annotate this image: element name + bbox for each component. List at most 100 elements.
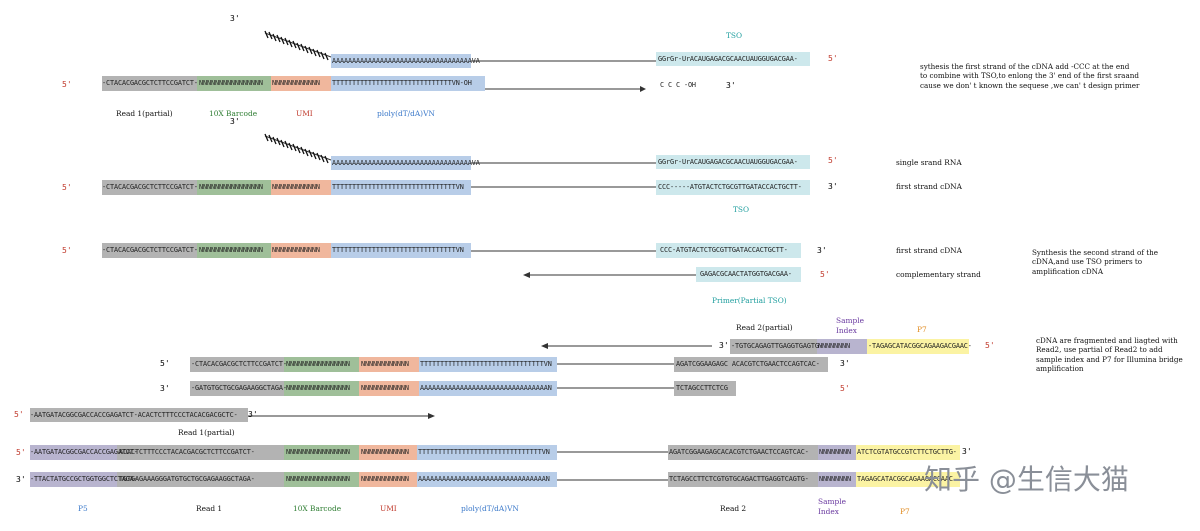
- seq-final-umi: NNNNNNNNNNNN: [361, 448, 409, 456]
- seq-tso: GGrGr-UrACAUGAGACGCAACUAUGGUGACGAA-: [658, 55, 798, 63]
- seq-final-top-r2: AGATCGGAAGAGCACACGTCTGAACTCCAGTCAC-: [669, 448, 809, 456]
- seq-read1-2: -CTACACGACGCTCTTCCGATCT-: [102, 183, 198, 191]
- seq-final-bot-p7: TAGAGCATACGGCAGAAGACGAAC: [857, 475, 953, 483]
- seq-ccc-oh: C C C -OH: [660, 81, 696, 89]
- seq-final-top-p5: -AATGATACGGCGACCACCGAGATCT-: [30, 448, 138, 456]
- note-first-strand: sythesis the first strand of the cDNA ad…: [920, 62, 1140, 90]
- label-5prime-p5: 5': [14, 410, 24, 419]
- label-3prime-final: 3': [962, 447, 972, 456]
- label-tso-2: TSO: [733, 205, 750, 214]
- seq-cdna-end: CCC-----ATGTACTCTGCGTTGATACCACTGCTT-: [658, 183, 802, 191]
- label-read2: Read 2: [720, 504, 747, 513]
- seq-umi-3: NNNNNNNNNNNN: [272, 246, 320, 254]
- seq-final-index-b: NNNNNNNN: [819, 475, 851, 483]
- seq-polyt-5: TTTTTTTTTTTTTTTTTTTTTTTTTTTTTTTVN: [420, 360, 552, 368]
- label-single-rna: single srand RNA: [896, 158, 962, 167]
- seq-p7-top: -TAGAGCATACGGCAGAAGACGAAC-: [868, 342, 972, 350]
- seq-final-polyt: TTTTTTTTTTTTTTTTTTTTTTTTTTTTTTTVN: [418, 448, 550, 456]
- seq-frag-r2c: TCTAGCCTTCTCG: [676, 384, 728, 392]
- seq-final-barcode: NNNNNNNNNNNNNNNN: [286, 448, 350, 456]
- label-3prime-rna: 3': [230, 14, 240, 23]
- note-fragment: cDNA are fragmented and liagted with Rea…: [1036, 336, 1183, 374]
- seq-umi-5: NNNNNNNNNNNN: [361, 360, 409, 368]
- label-polydt: ploly(dT/dA)VN: [377, 109, 435, 118]
- label-sample-index-2: Sample Index: [818, 497, 846, 516]
- label-primer-tso: Primer(Partial TSO): [712, 296, 787, 305]
- label-5prime-final: 5': [16, 448, 26, 457]
- label-tso: TSO: [726, 31, 743, 40]
- seq-final-umi-b: NNNNNNNNNNNN: [361, 475, 409, 483]
- seq-polya: AAAAAAAAAAAAAAAAAAAAAAAAAAAAAAAAAAAVA: [332, 57, 480, 65]
- seq-polyt-2: TTTTTTTTTTTTTTTTTTTTTTTTTTTTTTTVN: [332, 183, 464, 191]
- seq-barcode-5: NNNNNNNNNNNNNNNN: [286, 360, 350, 368]
- seq-final-bot-r1: TGTGAGAAAGGGATGTGCTGCGAGAAGGCTAGA-: [119, 475, 255, 483]
- seq-read1-3: -CTACACGACGCTCTTCCGATCT-: [102, 246, 198, 254]
- seq-index-top: NNNNNNNN: [818, 342, 850, 350]
- label-5prime-comp: 5': [820, 270, 830, 279]
- label-read1: Read 1: [196, 504, 223, 513]
- label-5prime-5: 5': [160, 359, 170, 368]
- label-p5: P5: [78, 504, 88, 513]
- label-3prime-final-b: 3': [16, 475, 26, 484]
- seq-frag-r2: AGATCGGAAGAGC ACACGTCTGAACTCCAGTCAC-: [676, 360, 820, 368]
- seq-final-barcode-b: NNNNNNNNNNNNNNNN: [286, 475, 350, 483]
- label-read1-partial: Read 1(partial): [116, 109, 173, 118]
- seq-barcode: NNNNNNNNNNNNNNNN: [199, 79, 263, 87]
- tso-box: [656, 52, 810, 66]
- seq-final-top-p7: ATCTCGTATGCCGTCTTCTGCTTG-: [857, 448, 957, 456]
- label-3prime-3: 3': [817, 246, 827, 255]
- seq-polyt-3: TTTTTTTTTTTTTTTTTTTTTTTTTTTTTTTVN: [332, 246, 464, 254]
- label-umi-2: UMI: [380, 504, 397, 513]
- label-5prime-3: 5': [62, 246, 72, 255]
- label-polydt-2: ploly(dT/dA)VN: [461, 504, 519, 513]
- label-3prime-p5: 3': [248, 410, 258, 419]
- polydt-box: [331, 76, 485, 91]
- seq-cdna-end-2: CCC-ATGTACTCTGCGTTGATACCACTGCTT-: [660, 246, 788, 254]
- label-3prime-ccc: 3': [726, 81, 736, 90]
- label-first-cdna: first strand cDNA: [896, 182, 962, 191]
- note-second-strand: Synthesis the second strand of the cDNA,…: [1032, 248, 1159, 276]
- label-barcode: 10X Barcode: [209, 109, 258, 118]
- seq-complementary: GAGACGCAACTATGGTGACGAA-: [700, 270, 792, 278]
- seq-read2-top: -TGTGCAGAGTTGAGGTGAGTG-: [731, 342, 823, 350]
- seq-final-bot-r2: TCTAGCCTTCTCGTGTGCAGACTTGAGGTCAGTG-: [669, 475, 809, 483]
- label-read1-partial-2: Read 1(partial): [178, 428, 235, 437]
- umi-box: [271, 76, 331, 91]
- seq-frag-r1c: -GATGTGCTGCGAGAAGGCTAGA-: [191, 384, 287, 392]
- label-3prime-5: 3': [840, 359, 850, 368]
- label-5prime-2a: 5': [828, 156, 838, 165]
- label-p7: P7: [917, 325, 927, 334]
- label-3prime-2: 3': [828, 182, 838, 191]
- seq-read1: -CTACACGACGCTCTTCCGATCT-: [102, 79, 198, 87]
- seq-polya-6: AAAAAAAAAAAAAAAAAAAAAAAAAAAAAAAAN: [420, 384, 552, 392]
- seq-barcode-3: NNNNNNNNNNNNNNNN: [199, 246, 263, 254]
- barcode-box: [197, 76, 271, 91]
- seq-umi-6: NNNNNNNNNNNN: [361, 384, 409, 392]
- seq-polya-2: AAAAAAAAAAAAAAAAAAAAAAAAAAAAAAAAAAAVA: [332, 159, 480, 167]
- label-complementary: complementary strand: [896, 270, 981, 279]
- label-read2-partial: Read 2(partial): [736, 323, 793, 332]
- seq-final-bot-p5: -TTACTATGCCGCTGGTGGCTCTAGA-: [30, 475, 138, 483]
- read1-box: [102, 76, 197, 91]
- label-3prime-4: 3': [719, 341, 729, 350]
- label-3prime-rna2: 3': [230, 117, 240, 126]
- label-first-cdna-2: first strand cDNA: [896, 246, 962, 255]
- watermark: 知乎 @生信大猫: [924, 463, 1129, 496]
- seq-final-top-r1: ACACTCTTTCCCTACACGACGCTCTTCCGATCT-: [119, 448, 255, 456]
- label-5prime-6: 5': [840, 384, 850, 393]
- label-umi: UMI: [296, 109, 313, 118]
- seq-umi: NNNNNNNNNNNN: [272, 79, 320, 87]
- label-sample-index: Sample Index: [836, 316, 864, 335]
- polya-rna-box: [331, 54, 471, 68]
- seq-barcode-6: NNNNNNNNNNNNNNNN: [286, 384, 350, 392]
- label-barcode-2: 10X Barcode: [293, 504, 342, 513]
- seq-final-polya: AAAAAAAAAAAAAAAAAAAAAAAAAAAAAAAAN: [418, 475, 550, 483]
- seq-barcode-2: NNNNNNNNNNNNNNNN: [199, 183, 263, 191]
- seq-frag-r1: -CTACACGACGCTCTTCCGATCT-: [191, 360, 287, 368]
- seq-polyt: TTTTTTTTTTTTTTTTTTTTTTTTTTTTTTVN-OH: [332, 79, 472, 87]
- seq-umi-2: NNNNNNNNNNNN: [272, 183, 320, 191]
- seq-final-index: NNNNNNNN: [819, 448, 851, 456]
- label-p7-2: P7: [900, 507, 910, 516]
